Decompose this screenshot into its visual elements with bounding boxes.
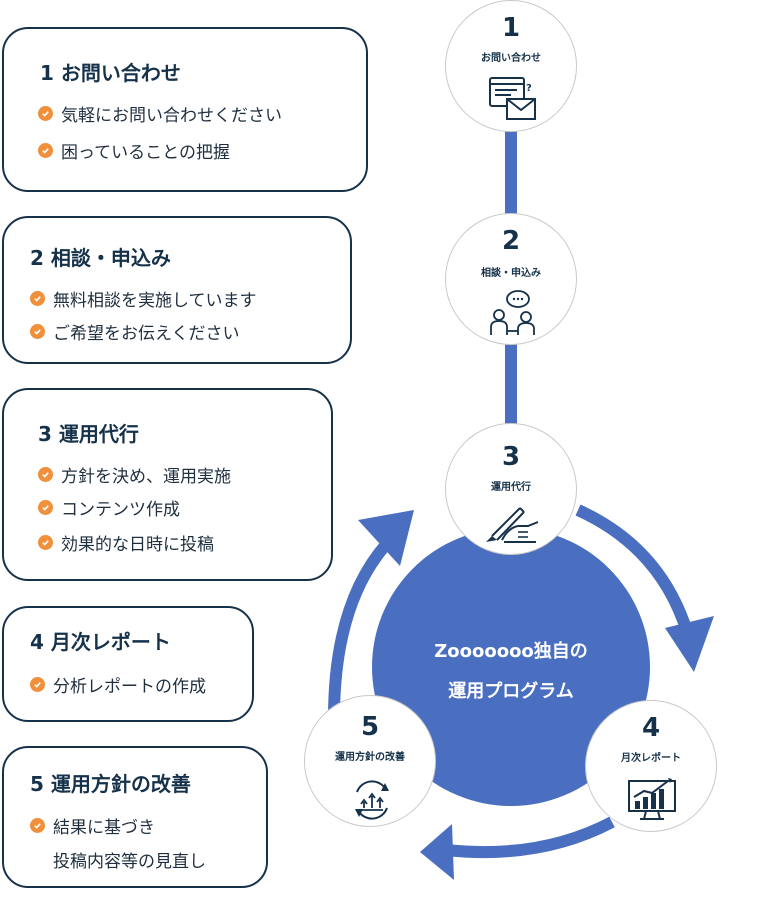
card-item: 投稿内容等の見直し xyxy=(30,847,206,872)
card-improvement: 5 運用方針の改善 結果に基づき 投稿内容等の見直し xyxy=(2,746,268,888)
card-item: 分析レポートの作成 xyxy=(30,672,206,697)
check-icon xyxy=(30,291,45,306)
cycle-arrow-bottom-head xyxy=(420,824,454,880)
program-circle xyxy=(372,528,650,806)
card-item: ご希望をお伝えください xyxy=(30,319,240,344)
card-item: 無料相談を実施しています xyxy=(30,286,257,311)
hand-pen-icon xyxy=(486,507,539,543)
check-icon xyxy=(38,143,53,158)
card-item-text: 困っていることの把握 xyxy=(61,143,230,163)
check-icon xyxy=(38,535,53,550)
check-icon xyxy=(30,324,45,339)
card-item: 困っていることの把握 xyxy=(38,138,230,163)
card-item-text: 気軽にお問い合わせください xyxy=(61,106,282,126)
card-item-text: 方針を決め、運用実施 xyxy=(61,467,231,487)
card-title: 1 お問い合わせ xyxy=(40,61,181,85)
step-5-improvement: 5 運用方針の改善 xyxy=(304,695,436,827)
step-label: 月次レポート xyxy=(621,753,681,764)
cycle-arrow-bottom xyxy=(445,816,615,859)
check-icon xyxy=(38,467,53,482)
step-number: 1 xyxy=(501,13,521,43)
check-icon xyxy=(38,500,53,515)
step-2-consultation: 2 相談・申込み xyxy=(445,213,577,345)
card-title: 5 運用方針の改善 xyxy=(30,772,191,796)
step-label: お問い合わせ xyxy=(481,53,541,64)
card-item: 結果に基づき xyxy=(30,813,155,838)
improvement-cycle-icon xyxy=(355,780,389,820)
cycle-arrow-left xyxy=(328,533,397,719)
card-item-text: 投稿内容等の見直し xyxy=(53,852,206,872)
step-number: 3 xyxy=(501,442,521,472)
card-item-text: 効果的な日時に投稿 xyxy=(61,535,214,555)
step-4-monthly-report: 4 月次レポート xyxy=(585,700,717,832)
svg-text:?: ? xyxy=(526,83,532,94)
card-operation: 3 運用代行 方針を決め、運用実施 コンテンツ作成 効果的な日時に投稿 xyxy=(2,388,333,581)
check-icon xyxy=(38,106,53,121)
step-label: 運用方針の改善 xyxy=(335,752,405,763)
card-item-text: ご希望をお伝えください xyxy=(53,324,240,344)
step-1-inquiry: 1 お問い合わせ ? xyxy=(445,0,577,132)
card-inquiry: 1 お問い合わせ 気軽にお問い合わせください 困っていることの把握 xyxy=(2,27,368,192)
cycle-arrow-right xyxy=(575,504,694,637)
check-icon xyxy=(30,677,45,692)
card-item: コンテンツ作成 xyxy=(38,495,180,520)
step-number: 4 xyxy=(641,713,661,743)
card-title: 2 相談・申込み xyxy=(30,246,171,270)
card-item-text: 結果に基づき xyxy=(53,818,155,838)
step-3-operation: 3 運用代行 xyxy=(445,423,577,555)
check-icon xyxy=(30,818,45,833)
step-number: 2 xyxy=(501,226,521,256)
cycle-arrow-right-head xyxy=(665,616,714,672)
connector-line xyxy=(505,330,517,440)
step-label: 相談・申込み xyxy=(481,268,541,279)
chart-monitor-icon xyxy=(628,778,676,820)
card-title: 4 月次レポート xyxy=(30,630,171,654)
card-item: 方針を決め、運用実施 xyxy=(38,462,231,487)
card-monthly-report: 4 月次レポート 分析レポートの作成 xyxy=(2,606,254,722)
card-item-text: 分析レポートの作成 xyxy=(53,677,206,697)
center-title-line1: Zooooooo独自の xyxy=(434,641,588,662)
step-number: 5 xyxy=(360,712,380,742)
connector-line xyxy=(505,120,517,230)
cycle-arrow-left-head xyxy=(358,510,414,566)
card-item-text: コンテンツ作成 xyxy=(61,500,180,520)
card-consultation: 2 相談・申込み 無料相談を実施しています ご希望をお伝えください xyxy=(2,216,352,364)
consultation-icon xyxy=(490,290,535,335)
card-item: 効果的な日時に投稿 xyxy=(38,530,214,555)
card-title: 3 運用代行 xyxy=(38,422,139,446)
center-title-line2: 運用プログラム xyxy=(448,681,574,702)
card-item: 気軽にお問い合わせください xyxy=(38,101,282,126)
card-item-text: 無料相談を実施しています xyxy=(53,291,257,311)
step-label: 運用代行 xyxy=(491,482,531,493)
mail-form-icon: ? xyxy=(489,77,536,120)
